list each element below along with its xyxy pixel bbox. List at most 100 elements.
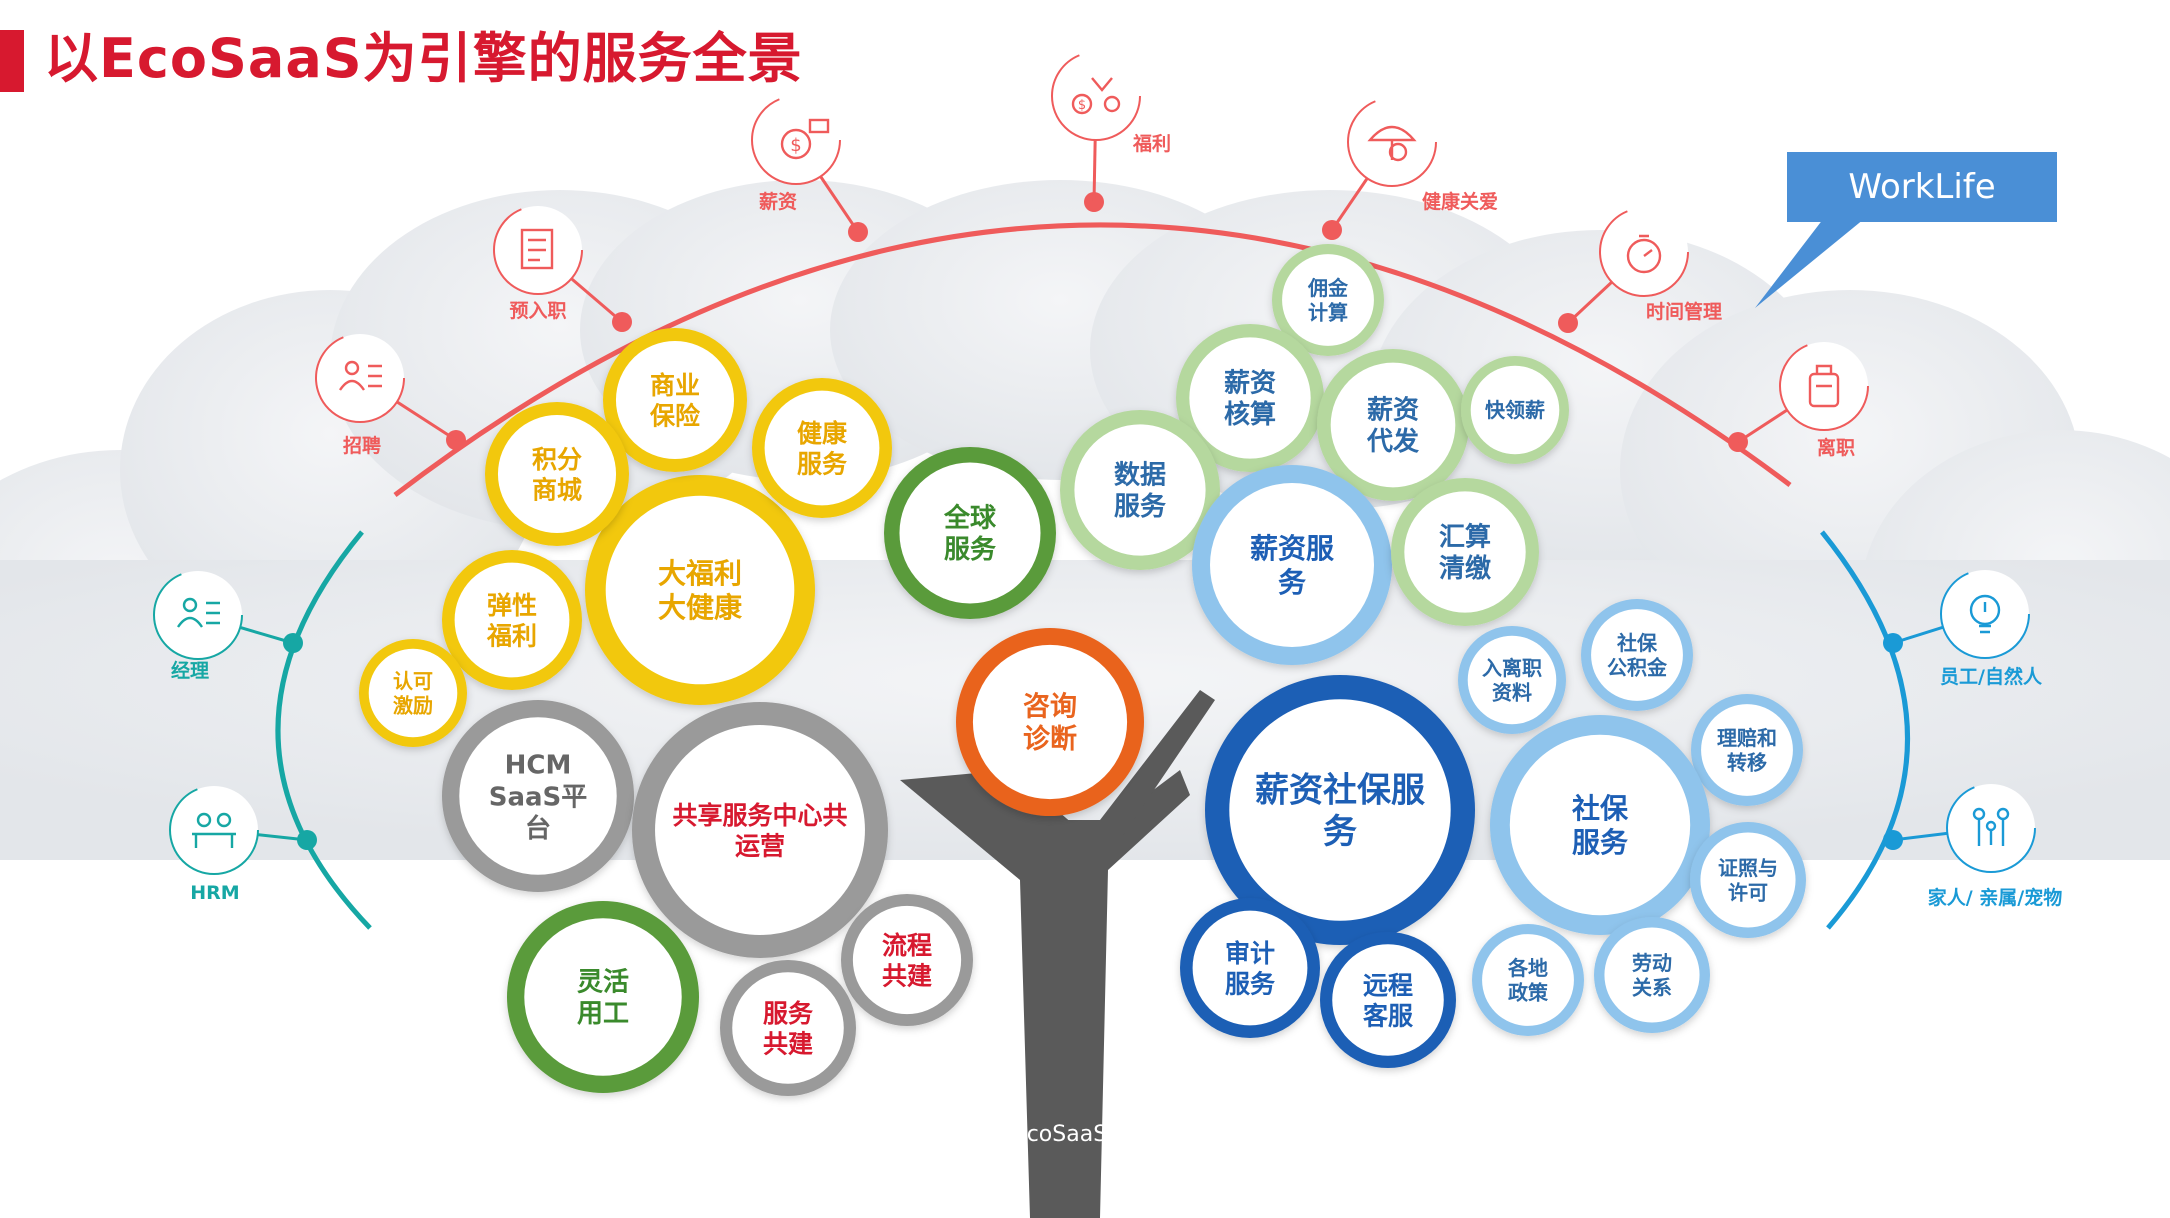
bubble-label: 弹性: [487, 591, 537, 620]
bubble-label: 公积金: [1607, 655, 1668, 679]
top-arc-icon-ring: [751, 95, 841, 185]
bubble-label: 审计: [1225, 939, 1275, 968]
bubble-face: [1604, 927, 1700, 1023]
left-arc-node-1[interactable]: HRM: [169, 785, 317, 904]
left-arc-node-0[interactable]: 经理: [153, 570, 303, 682]
bubble-label: 运营: [735, 831, 785, 860]
right-arc-node-1[interactable]: 家人/ 亲属/宠物: [1883, 783, 2062, 909]
bubble-face: [655, 725, 865, 935]
bubble-label: 健康: [797, 419, 848, 448]
bubble-face: [1470, 365, 1560, 455]
bubble-label: 理赔和: [1717, 726, 1777, 750]
welfare-icon: $: [1071, 77, 1121, 115]
bubble-label: 代发: [1366, 426, 1419, 457]
bubble-label: 证照与: [1718, 856, 1778, 880]
right-arc-node-0[interactable]: 员工/自然人: [1883, 569, 2043, 688]
bubble-label: 服务: [1114, 492, 1166, 522]
top-arc-node-6[interactable]: 离职: [1728, 341, 1869, 459]
form-icon: [520, 228, 554, 270]
bubble-face: [1700, 832, 1796, 928]
right-arc-label: 员工/自然人: [1940, 665, 2043, 688]
bubble-face: [1591, 609, 1683, 701]
bubble-label: 许可: [1728, 880, 1768, 904]
bubble-label: 薪资: [1367, 396, 1419, 426]
bubble-label: 资料: [1492, 680, 1532, 704]
bubble-label: 灵活: [577, 968, 629, 998]
bubble-face: [1404, 491, 1526, 613]
bubble-label: 客服: [1363, 1001, 1414, 1030]
top-arc-label: 招聘: [343, 434, 381, 457]
bubble-label: 社保: [1616, 631, 1658, 655]
suitcase-icon: [1808, 364, 1840, 408]
bubble-face: [368, 648, 458, 738]
bubble-label: 咨询: [1023, 691, 1077, 722]
recruit-icon: [339, 360, 382, 391]
svg-text:$: $: [790, 135, 801, 156]
top-arc-node-4[interactable]: 健康关爱: [1322, 97, 1498, 240]
trunk-label: EcoSaaS: [1013, 1122, 1107, 1147]
umbrella-icon: [1367, 125, 1417, 162]
bubble-label: 汇算: [1439, 522, 1491, 553]
bubble-face: [1210, 483, 1374, 647]
stopwatch-icon: [1626, 234, 1662, 274]
top-arc-icon-ring: [1051, 51, 1141, 141]
top-arc-node-5[interactable]: 时间管理: [1558, 207, 1722, 333]
bubble-face: [899, 462, 1041, 604]
title-accent-bar: [0, 30, 24, 92]
bubble-label: HCM: [505, 751, 572, 781]
cloud-background: [0, 180, 2170, 860]
bubble-label: 福利: [486, 621, 537, 650]
left-arc-label: 经理: [171, 659, 209, 682]
bubble-label: 用工: [577, 999, 629, 1029]
top-arc-node-2[interactable]: $薪资: [751, 95, 868, 242]
bubble-label: 认可: [393, 669, 433, 693]
top-arc-node-1[interactable]: 预入职: [493, 205, 632, 332]
bubble-label: 薪资社保服: [1255, 771, 1425, 811]
bubble-face: [615, 340, 735, 460]
top-arc-icon-ring: [1599, 207, 1689, 297]
worklife-callout: WorkLife: [1755, 152, 2057, 308]
top-arc-node-3[interactable]: $福利: [1051, 51, 1171, 212]
tree-trunk: EcoSaaS: [900, 690, 1215, 1218]
bubble-label: 服务: [1225, 969, 1275, 998]
top-arc-node-0[interactable]: 招聘: [315, 333, 466, 457]
bubble-face: [972, 644, 1128, 800]
bubble-label: 服务: [763, 999, 813, 1028]
bubble-label: 大健康: [658, 591, 743, 624]
bubble-face: [459, 717, 617, 875]
bubble-label: 共建: [882, 961, 932, 990]
bubble-label: 服务: [1572, 826, 1628, 859]
bubble-label: 服务: [797, 449, 847, 478]
bubble-face: [1229, 699, 1451, 921]
bubble-kuailingxin[interactable]: 快领薪: [1461, 356, 1569, 464]
